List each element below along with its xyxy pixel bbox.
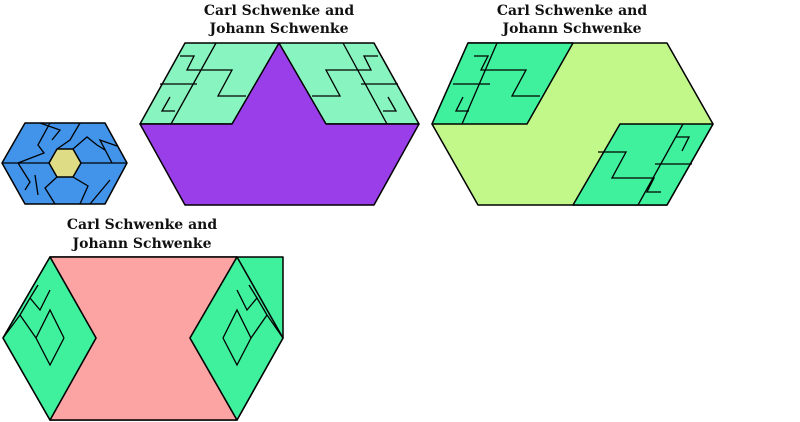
figure-2-title-line2: Johann Schwenke	[207, 21, 348, 37]
figure-3-title-line2: Johann Schwenke	[500, 21, 641, 37]
figure-3-title-line1: Carl Schwenke and	[497, 3, 647, 19]
figure-4: Carl Schwenke and Johann Schwenke	[2, 217, 284, 421]
figure-4-title-line1: Carl Schwenke and	[67, 217, 217, 233]
figure-1-hexagon	[1, 122, 128, 205]
figure-4-title-line2: Johann Schwenke	[70, 236, 211, 252]
figure-2: Carl Schwenke and Johann Schwenke	[139, 3, 420, 206]
figure-2-title-line1: Carl Schwenke and	[204, 3, 354, 19]
figure-3: Carl Schwenke and Johann Schwenke	[431, 3, 714, 206]
